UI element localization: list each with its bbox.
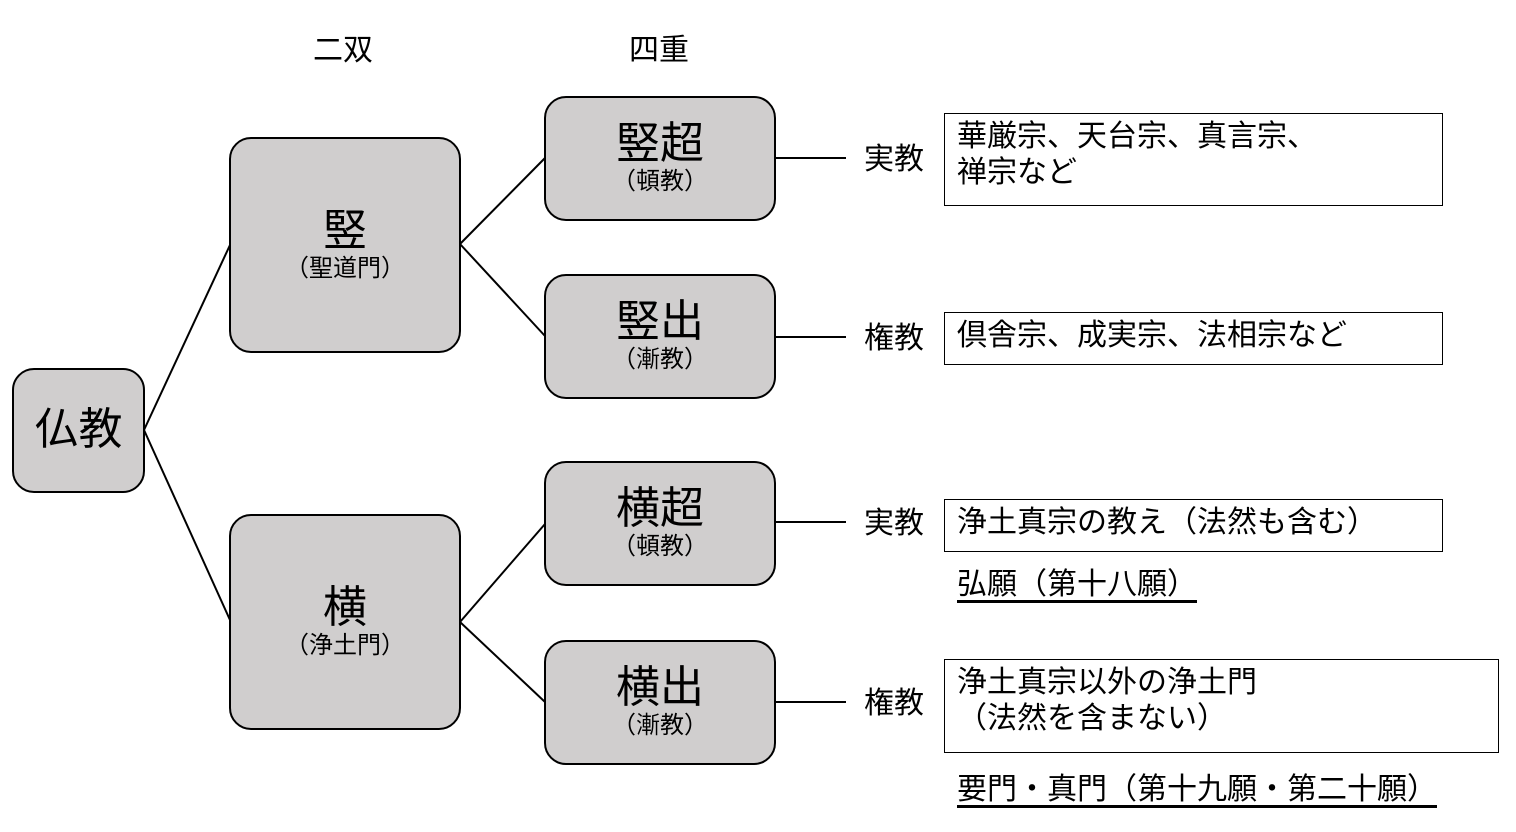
schools-line: 浄土真宗の教え（法然も含む） — [957, 505, 1377, 540]
level2-label: 竪出 — [616, 296, 704, 347]
header-nisou: 二双 — [313, 33, 373, 68]
vow-label: 要門・真門（第十九願・第二十願） — [957, 772, 1437, 807]
level1-label: 横 — [323, 581, 367, 633]
level2-node-shuchou: 竪超 （頓教） — [544, 96, 776, 221]
line-yoko-to-oushutsu — [459, 621, 546, 703]
line-root-to-tate — [143, 244, 231, 431]
level1-node-tate: 竪 （聖道門） — [229, 137, 461, 353]
teaching-label: 実教 — [864, 506, 924, 541]
line-root-to-yoko — [143, 429, 231, 621]
schools-box: 華厳宗、天台宗、真言宗、 禅宗など — [944, 113, 1443, 206]
vow-label: 弘願（第十八願） — [957, 567, 1197, 602]
teaching-label: 権教 — [864, 686, 924, 721]
root-label: 仏教 — [34, 404, 123, 456]
level1-label: 竪 — [323, 204, 367, 256]
schools-line: （法然を含まない） — [957, 701, 1227, 736]
line-yoko-to-ouchou — [459, 523, 546, 623]
level2-label: 竪超 — [616, 118, 704, 169]
schools-line: 禅宗など — [957, 155, 1077, 190]
header-shijuu: 四重 — [629, 33, 689, 68]
schools-box: 倶舎宗、成実宗、法相宗など — [944, 312, 1443, 365]
level1-sub: （聖道門） — [285, 253, 405, 282]
schools-box: 浄土真宗以外の浄土門 （法然を含まない） — [944, 659, 1499, 753]
level2-sub: （漸教） — [612, 345, 708, 374]
level1-node-yoko: 横 （浄土門） — [229, 514, 461, 730]
level2-node-shushutsu: 竪出 （漸教） — [544, 274, 776, 399]
level2-label: 横出 — [616, 662, 704, 713]
line-tate-to-shushutsu — [459, 243, 546, 337]
teaching-label: 実教 — [864, 142, 924, 177]
level2-sub: （頓教） — [612, 532, 708, 561]
teaching-label: 権教 — [864, 321, 924, 356]
level2-label: 横超 — [616, 483, 704, 534]
level1-sub: （浄土門） — [285, 630, 405, 659]
line-tate-to-shuchou — [459, 157, 546, 245]
root-node: 仏教 — [12, 368, 145, 493]
schools-line: 華厳宗、天台宗、真言宗、 — [957, 119, 1317, 154]
schools-line: 浄土真宗以外の浄土門 — [957, 665, 1257, 700]
schools-box: 浄土真宗の教え（法然も含む） — [944, 499, 1443, 552]
level2-node-oushutsu: 横出 （漸教） — [544, 640, 776, 765]
schools-line: 倶舎宗、成実宗、法相宗など — [957, 318, 1347, 353]
level2-node-ouchou: 横超 （頓教） — [544, 461, 776, 586]
level2-sub: （頓教） — [612, 167, 708, 196]
level2-sub: （漸教） — [612, 711, 708, 740]
